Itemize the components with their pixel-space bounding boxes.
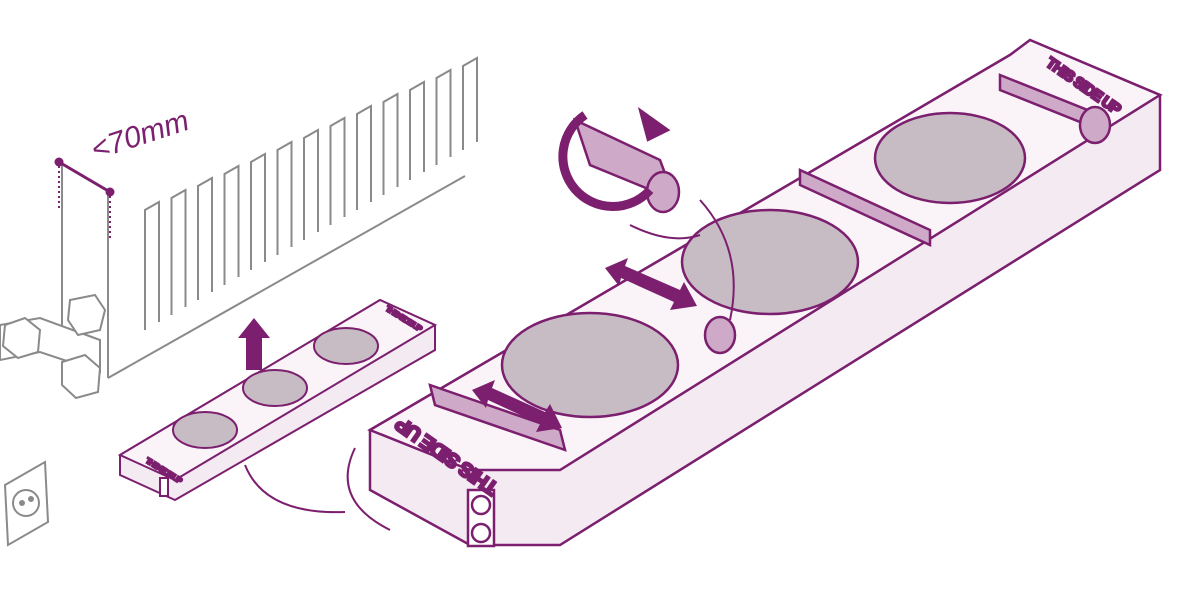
radiator-fin <box>462 56 478 150</box>
radiator-fin <box>144 200 160 330</box>
curved-arrow-line <box>244 464 346 514</box>
fan <box>680 208 860 316</box>
radiator-fin <box>197 176 213 300</box>
small-fan-assembly: THIS SIDE UP THIS SIDE UP <box>117 298 438 502</box>
radiator-fin <box>223 164 240 285</box>
radiator-fin <box>276 140 293 255</box>
fan <box>500 311 680 419</box>
wall-socket <box>3 460 50 547</box>
radiator-fin <box>409 80 425 180</box>
radiator-fin <box>435 68 452 165</box>
slide-arrow-icon <box>472 258 697 432</box>
rotate-arrow-icon <box>637 106 671 142</box>
up-arrow-icon <box>238 318 270 370</box>
radiator-fin <box>356 104 372 210</box>
large-fan-assembly: THIS SIDE UP THIS SIDE UP <box>367 38 1163 548</box>
radiator-fin <box>170 188 187 315</box>
curved-arrow-line <box>346 447 391 531</box>
radiator-base-line <box>107 175 466 379</box>
radiator-fin <box>329 116 346 225</box>
radiator-fin <box>250 152 266 270</box>
fan <box>873 111 1027 205</box>
radiator-fin <box>382 92 399 195</box>
radiator-pipes <box>0 293 107 400</box>
connector-part <box>558 106 735 321</box>
radiator <box>61 56 478 379</box>
dimension-label: <70mm <box>87 104 193 167</box>
radiator-fin <box>303 128 319 240</box>
